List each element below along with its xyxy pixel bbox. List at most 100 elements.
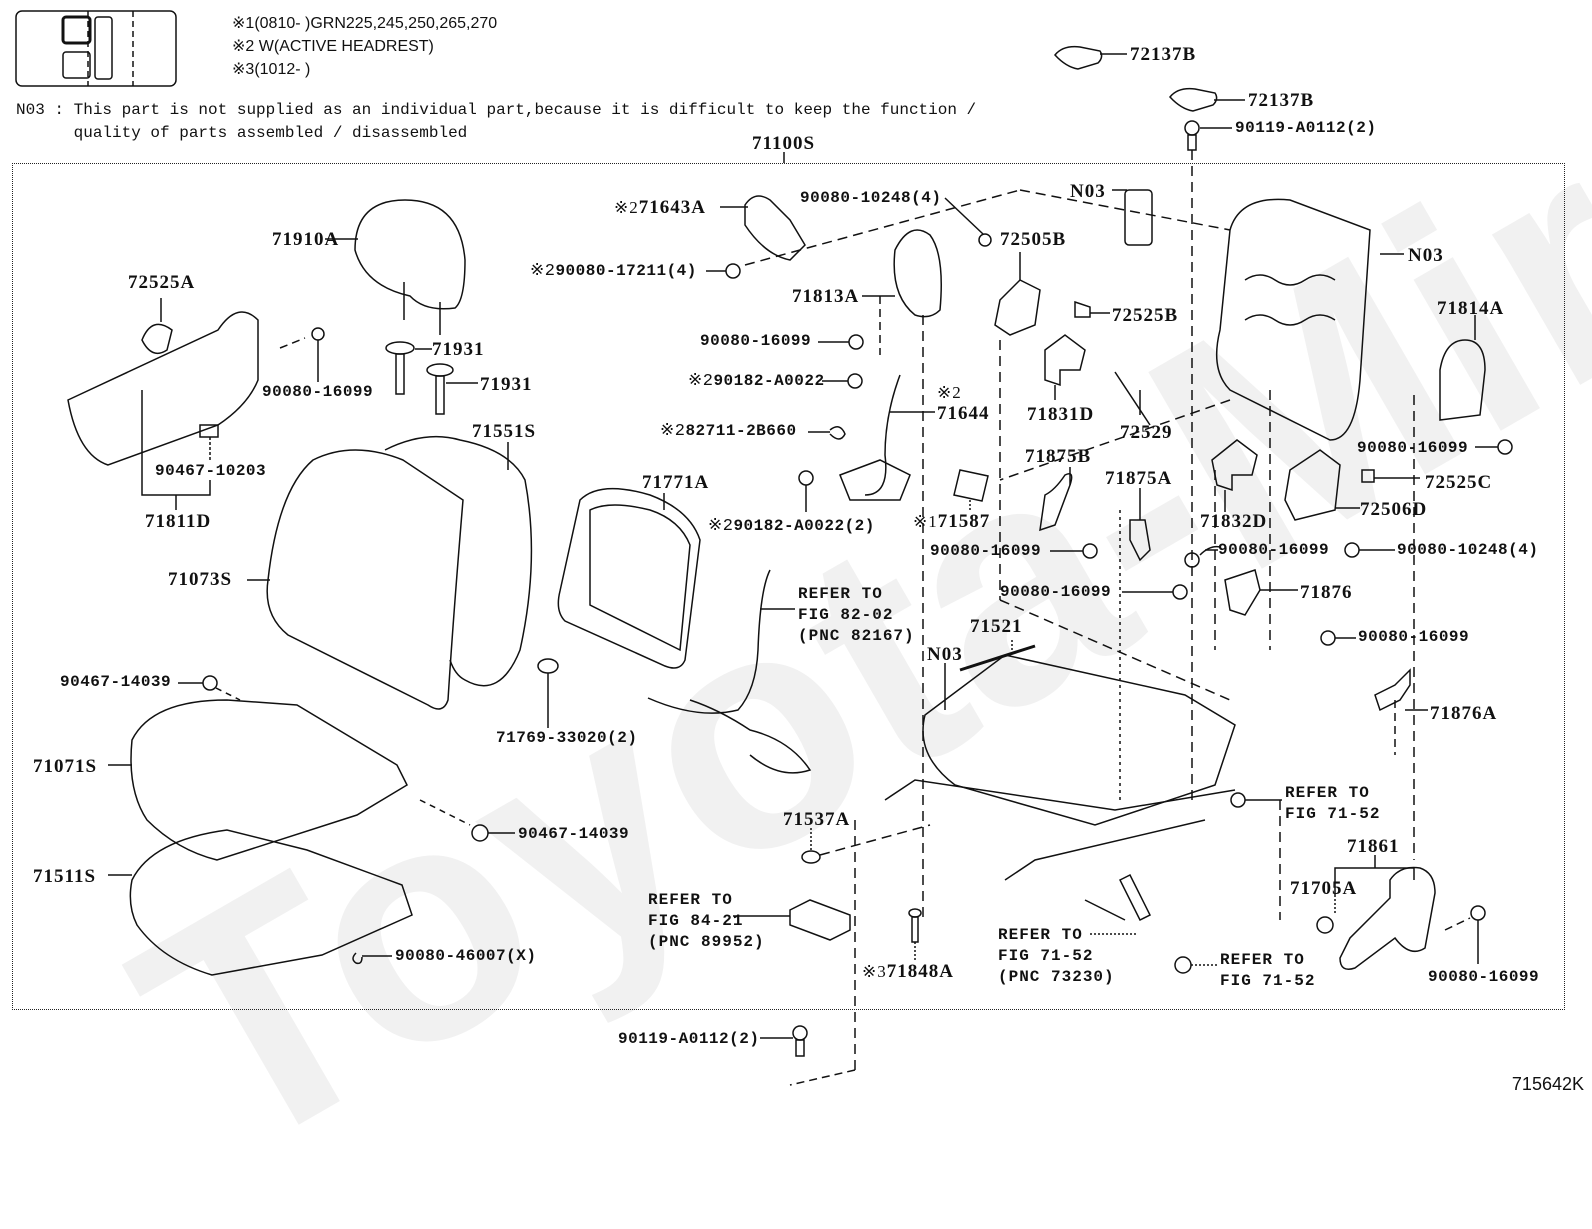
part-71769-33020[interactable]: 71769-33020(2) bbox=[496, 729, 638, 747]
part-71931-a[interactable]: 71931 bbox=[432, 339, 485, 360]
part-90080-10248-r[interactable]: 90080-10248(4) bbox=[1397, 541, 1539, 559]
part-90080-16099-a[interactable]: 90080-16099 bbox=[700, 332, 812, 350]
part-90080-16099-h[interactable]: 90080-16099 bbox=[1428, 968, 1540, 986]
part-90080-16099-c[interactable]: 90080-16099 bbox=[1357, 439, 1469, 457]
part-72529[interactable]: 72529 bbox=[1120, 422, 1173, 443]
part-72525A[interactable]: 72525A bbox=[128, 272, 196, 293]
part-N03-top[interactable]: N03 bbox=[1070, 181, 1106, 202]
part-90080-16099-f[interactable]: 90080-16099 bbox=[1000, 583, 1112, 601]
cap-71537A-shape bbox=[801, 850, 821, 864]
cover-71875A-shape bbox=[1129, 519, 1151, 562]
recliner-72506D-shape bbox=[1284, 449, 1341, 521]
headrest-frame-shape bbox=[893, 229, 942, 318]
legend-notes: ※1(0810- )GRN225,245,250,265,270 ※2 W(AC… bbox=[232, 12, 497, 81]
bracket-71832D-shape bbox=[1211, 439, 1258, 492]
pad-71587-shape bbox=[953, 469, 989, 502]
refer-fig-82-02[interactable]: REFER TO FIG 82-02 (PNC 82167) bbox=[798, 585, 915, 645]
n03-note-line1: N03 : This part is not supplied as an in… bbox=[16, 101, 977, 119]
part-71071S[interactable]: 71071S bbox=[33, 756, 98, 777]
buckle-shape bbox=[1118, 873, 1152, 922]
refer-fig-71-52-c[interactable]: REFER TO FIG 71-52 bbox=[1220, 951, 1316, 990]
refer-fig-84-21[interactable]: REFER TO FIG 84-21 (PNC 89952) bbox=[648, 891, 765, 951]
refer-fig-71-52-a[interactable]: REFER TO FIG 71-52 (PNC 73230) bbox=[998, 926, 1115, 986]
part-N03-frame[interactable]: N03 bbox=[1408, 245, 1444, 266]
part-90080-46007[interactable]: 90080-46007(X) bbox=[395, 947, 537, 965]
seat-position-thumbnail bbox=[15, 10, 177, 87]
wire-frame-shape bbox=[557, 487, 701, 669]
part-71931-b[interactable]: 71931 bbox=[480, 374, 533, 395]
clip-72137B-1-shape bbox=[1054, 45, 1103, 70]
part-71643A[interactable]: ※271643A bbox=[614, 197, 706, 218]
part-71875B[interactable]: 71875B bbox=[1025, 446, 1092, 467]
part-71073S[interactable]: 71073S bbox=[168, 569, 233, 590]
parts-illustration bbox=[15, 10, 1513, 1086]
side-cover-shape bbox=[67, 311, 259, 466]
cover-71876-shape bbox=[1224, 569, 1261, 616]
cover-71876A-shape bbox=[1374, 668, 1411, 712]
part-71521[interactable]: 71521 bbox=[970, 616, 1023, 637]
n03-note-line2: quality of parts assembled / disassemble… bbox=[16, 124, 468, 142]
cover-71814A-shape bbox=[1439, 339, 1486, 421]
part-71876A[interactable]: 71876A bbox=[1430, 703, 1498, 724]
part-72506D[interactable]: 72506D bbox=[1360, 499, 1428, 520]
part-71811D[interactable]: 71811D bbox=[145, 511, 212, 532]
part-71705A[interactable]: 71705A bbox=[1290, 878, 1358, 899]
bracket-71831D-shape bbox=[1044, 334, 1086, 387]
cable-71644-shape bbox=[864, 374, 901, 496]
cushion-cover-shape bbox=[130, 699, 408, 861]
part-90080-16099-b[interactable]: 90080-16099 bbox=[262, 383, 374, 401]
backrest-cover-shape bbox=[266, 449, 464, 710]
switch-shape bbox=[789, 899, 851, 941]
seatback-frame-shape bbox=[1215, 198, 1371, 441]
part-72525C[interactable]: 72525C bbox=[1425, 472, 1493, 493]
legend-note-1: ※1(0810- )GRN225,245,250,265,270 bbox=[232, 15, 498, 32]
part-71876[interactable]: 71876 bbox=[1300, 582, 1353, 603]
figure-code: 715642K bbox=[1511, 1074, 1584, 1094]
part-71831D[interactable]: 71831D bbox=[1027, 404, 1095, 425]
part-90080-10248-top[interactable]: 90080-10248(4) bbox=[800, 189, 942, 207]
part-71861[interactable]: 71861 bbox=[1347, 836, 1400, 857]
part-90080-16099-d[interactable]: 90080-16099 bbox=[930, 542, 1042, 560]
part-71875A[interactable]: 71875A bbox=[1105, 468, 1173, 489]
part-90467-14039-a[interactable]: 90467-14039 bbox=[60, 673, 172, 691]
n03-pad-shape bbox=[1124, 189, 1153, 246]
part-90467-10203[interactable]: 90467-10203 bbox=[155, 462, 267, 480]
part-90119-A0112-top[interactable]: 90119-A0112(2) bbox=[1235, 119, 1377, 137]
headrest-support-shape bbox=[744, 195, 806, 261]
assembly-label[interactable]: 71100S bbox=[752, 133, 816, 154]
part-90182-A0022[interactable]: ※290182-A0022 bbox=[688, 372, 825, 391]
part-71814A[interactable]: 71814A bbox=[1437, 298, 1505, 319]
part-82711-2B660[interactable]: ※282711-2B660 bbox=[660, 422, 797, 441]
part-72137B-2[interactable]: 72137B bbox=[1248, 90, 1315, 111]
part-71848A[interactable]: ※371848A bbox=[862, 961, 954, 982]
knob-72525A-shape bbox=[141, 323, 173, 355]
part-90182-A0022-2[interactable]: ※290182-A0022(2) bbox=[708, 517, 875, 536]
part-71537A[interactable]: 71537A bbox=[783, 809, 851, 830]
part-90080-16099-g[interactable]: 90080-16099 bbox=[1358, 628, 1470, 646]
part-90119-A0112-bottom[interactable]: 90119-A0112(2) bbox=[618, 1030, 760, 1048]
refer-fig-71-52-b[interactable]: REFER TO FIG 71-52 bbox=[1285, 784, 1381, 823]
part-71551S[interactable]: 71551S bbox=[472, 421, 537, 442]
part-71910A[interactable]: 71910A bbox=[272, 229, 340, 250]
part-90080-16099-e[interactable]: 90080-16099 bbox=[1218, 541, 1330, 559]
harness-shape bbox=[647, 569, 771, 714]
cushion-pad-shape bbox=[129, 829, 413, 976]
seat-cushion-frame-shape bbox=[922, 654, 1236, 826]
part-72137B-1[interactable]: 72137B bbox=[1130, 44, 1197, 65]
part-71587[interactable]: ※171587 bbox=[913, 511, 991, 532]
part-71511S[interactable]: 71511S bbox=[33, 866, 97, 887]
part-72525B[interactable]: 72525B bbox=[1112, 305, 1179, 326]
part-71813A[interactable]: 71813A bbox=[792, 286, 860, 307]
part-71771A[interactable]: 71771A bbox=[642, 472, 710, 493]
part-90080-17211[interactable]: ※290080-17211(4) bbox=[530, 262, 697, 281]
part-72505B[interactable]: 72505B bbox=[1000, 229, 1067, 250]
legend-note-3: ※3(1012- ) bbox=[232, 61, 311, 78]
clip-72137B-2-shape bbox=[1169, 87, 1218, 112]
part-71644[interactable]: ※2 71644 bbox=[937, 383, 990, 424]
part-N03-cushion[interactable]: N03 bbox=[927, 644, 963, 665]
legend-note-2: ※2 W(ACTIVE HEADREST) bbox=[232, 38, 434, 55]
assembly-frame bbox=[12, 163, 1565, 1010]
backrest-pad-shape bbox=[384, 435, 533, 687]
part-90467-14039-b[interactable]: 90467-14039 bbox=[518, 825, 630, 843]
part-71832D[interactable]: 71832D bbox=[1200, 511, 1268, 532]
